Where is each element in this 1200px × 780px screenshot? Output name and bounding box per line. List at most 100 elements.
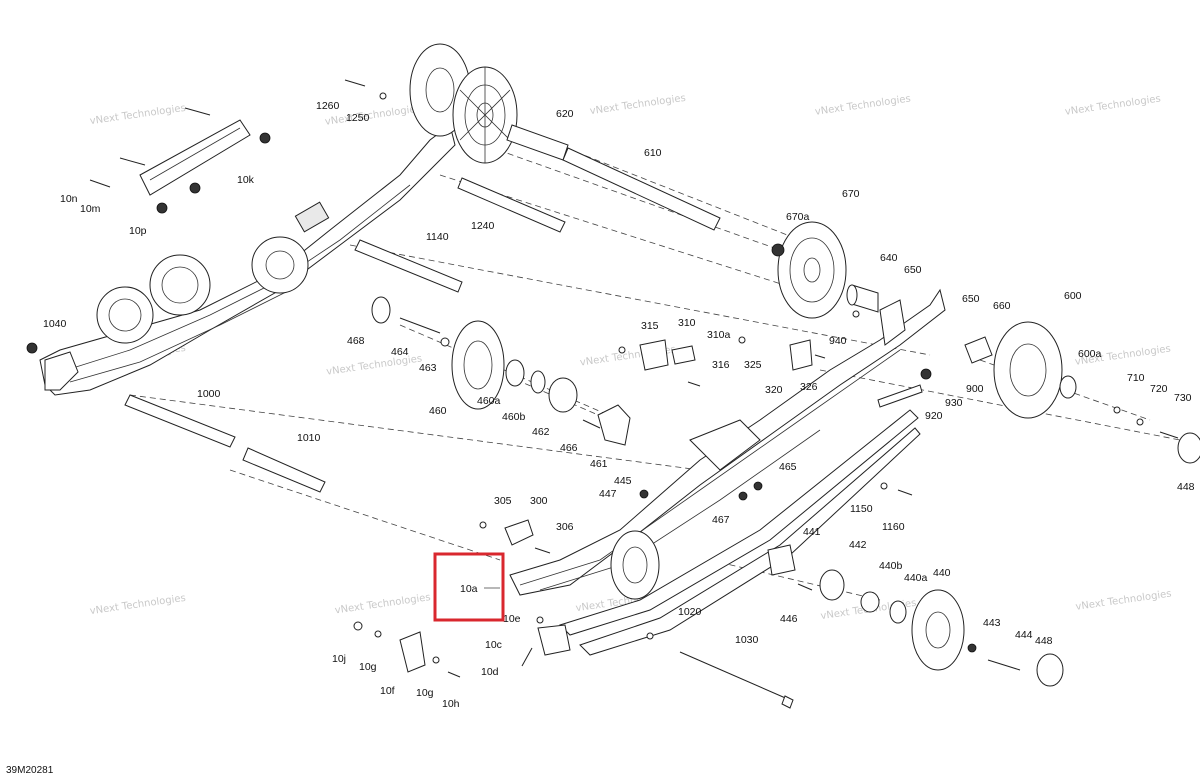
part-label: 1030 [735,634,759,646]
watermark: vNext Technologies [1064,93,1161,117]
part-label: 920 [925,410,943,422]
part-label: 660 [993,300,1011,312]
part-label: 650 [904,264,922,276]
part-labels: 1260 1250 620 610 670 670a 640 650 650 6… [43,100,1195,710]
idler-wheel-600 [964,321,1200,464]
part-label: 442 [849,539,867,551]
part-label: 600 [1064,290,1082,302]
part-label: 1250 [346,112,370,124]
part-label: 325 [744,359,762,371]
part-label: 440 [933,567,951,579]
part-label: 448 [1035,635,1053,647]
part-label: 710 [1127,372,1145,384]
part-label: 1000 [197,388,221,400]
part-label: 1240 [471,220,495,232]
part-label: 300 [530,495,548,507]
part-label: 310 [678,317,696,329]
part-label: 1160 [882,521,905,533]
part-label: 1020 [678,606,702,618]
part-label: 462 [532,426,550,438]
rod-1030 [679,651,794,709]
part-label: 310a [707,329,731,341]
part-label: 940 [829,335,847,347]
highlight-box[interactable] [433,552,505,622]
part-label: 1010 [297,432,321,444]
shafts [124,124,923,493]
part-label: 10e [503,613,521,625]
part-label: 610 [644,147,662,159]
left-slide-rail-assembly [39,124,456,396]
part-label: 467 [712,514,730,526]
part-label: 10k [237,174,255,186]
right-slide-rail-assembly [509,288,946,600]
stopper-320 [789,339,826,371]
part-label: 10f [380,685,395,697]
part-label: 10h [442,698,460,710]
part-label: 1150 [850,503,873,515]
part-label: 640 [880,252,898,264]
part-label: 460b [502,411,526,423]
part-label: 10j [332,653,346,665]
part-label: 440a [904,572,928,584]
part-label: 670 [842,188,860,200]
part-label: 306 [556,521,574,533]
stopper-310 [639,339,701,387]
part-label: 10g [359,661,377,673]
part-label: 1260 [316,100,340,112]
part-label: 930 [945,397,963,409]
hyfax-sliders [537,409,921,656]
part-label: 10c [485,639,502,651]
part-label: 10p [129,225,147,237]
bushing-640 [846,284,879,313]
part-label: 446 [780,613,798,625]
part-label: 445 [614,475,632,487]
part-label: 460a [477,395,501,407]
part-label: 10a [460,583,478,595]
idler-wheel-440 [767,544,1064,687]
part-label: 10g [416,687,434,699]
stopper-300 [504,519,551,554]
part-label: 465 [779,461,797,473]
part-label: 10n [60,193,78,205]
watermark: vNext Technologies [814,93,911,117]
part-label: 315 [641,320,659,332]
part-label: 10m [80,203,101,215]
part-label: 600a [1078,348,1102,360]
watermark: vNext Technologies [89,593,186,617]
bumper-10f [353,621,461,678]
part-label: 440b [879,560,903,572]
diagram-code: 39M20281 [6,765,54,776]
part-label: 305 [494,495,512,507]
part-label: 1040 [43,318,67,330]
part-label: 466 [560,442,578,454]
part-label: 468 [347,335,365,347]
watermark: vNext Technologies [89,103,186,127]
part-label: 670a [786,211,810,223]
part-label: 461 [590,458,608,470]
watermark: vNext Technologies [589,93,686,117]
part-label: 448 [1177,481,1195,493]
part-label: 730 [1174,392,1192,404]
block-461 [582,404,631,446]
part-label: 720 [1150,383,1168,395]
part-label: 650 [962,293,980,305]
part-label: 447 [599,488,617,500]
bracket-10k [89,107,271,214]
part-label: 320 [765,384,783,396]
rear-idler-wheels-left [409,43,518,164]
part-label: 620 [556,108,574,120]
part-label: 460 [429,405,447,417]
part-label: 316 [712,359,730,371]
watermark: vNext Technologies [334,592,431,616]
part-label: 1140 [426,231,449,243]
idler-wheel-460 [371,296,578,413]
part-label: 10d [481,666,499,678]
part-label: 441 [803,526,821,538]
rear-idler-wheel-670 [771,221,847,319]
part-label: 326 [800,381,818,393]
part-label: 443 [983,617,1001,629]
part-label: 900 [966,383,984,395]
part-label: 464 [391,346,409,358]
part-label: 463 [419,362,437,374]
